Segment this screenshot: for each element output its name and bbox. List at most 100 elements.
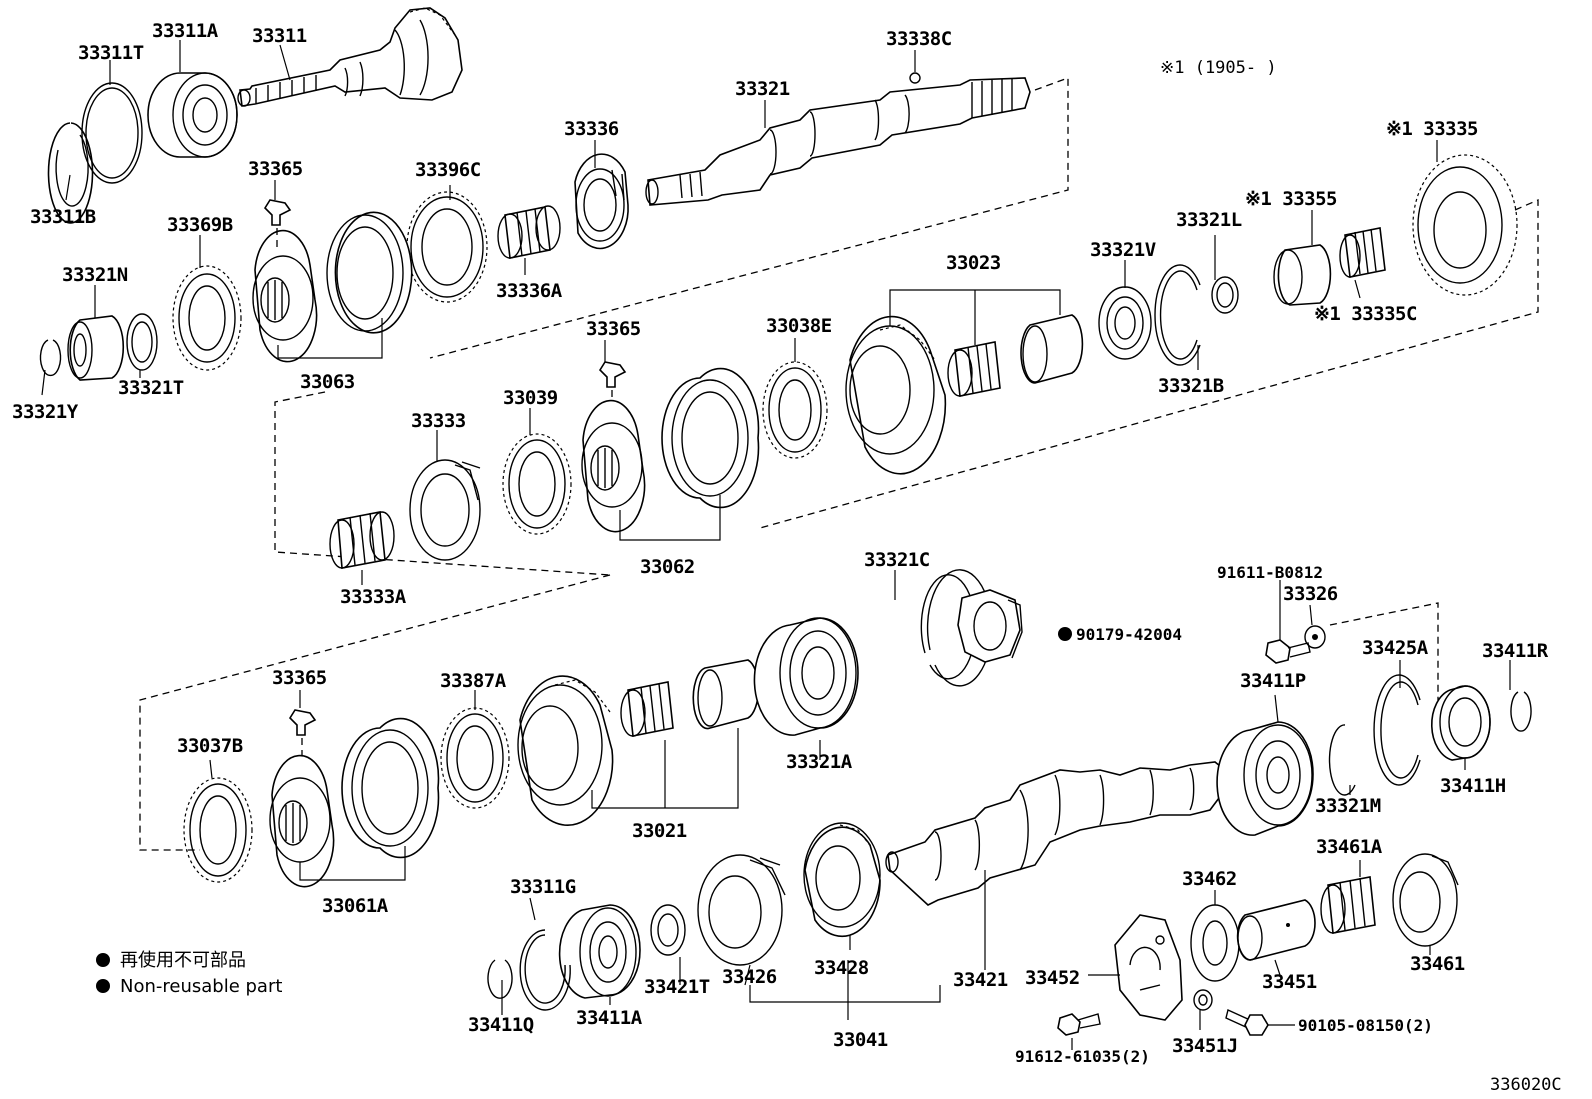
collar-33021[interactable] [692, 659, 760, 730]
synchronizer-ring-33039[interactable] [502, 433, 572, 535]
label-33321Y: 33321Y [12, 401, 79, 423]
bracket-33062 [619, 495, 721, 541]
label-33365-c: 33365 [272, 667, 327, 689]
label-33336A: 33336A [496, 280, 563, 302]
needle-bearing-33336A[interactable] [497, 205, 561, 259]
leader-lines [41, 40, 1511, 1050]
plug-33338C[interactable] [909, 72, 921, 84]
label-33451: 33451 [1262, 971, 1317, 993]
collar-33355[interactable] [1273, 244, 1332, 306]
gear-33335[interactable] [1412, 154, 1518, 296]
snap-ring-33425A[interactable] [1373, 674, 1421, 786]
label-33321A: 33321A [786, 751, 853, 773]
ring-33311T[interactable] [81, 82, 143, 184]
bearing-33321V[interactable] [1098, 286, 1152, 360]
snap-ring-33321Y[interactable] [39, 339, 62, 377]
synchronizer-ring-33038E[interactable] [762, 361, 828, 459]
synchronizer-ring-33387A[interactable] [440, 707, 510, 809]
bearing-33411P[interactable] [1216, 721, 1314, 836]
lock-nut-90179-42004[interactable] [957, 589, 1023, 663]
gear-33023[interactable] [845, 315, 947, 475]
bearing-33311A[interactable] [147, 72, 238, 158]
needle-bearing-33021[interactable] [620, 681, 674, 737]
bearing-33411A[interactable] [558, 904, 641, 999]
collar-33023[interactable] [1020, 314, 1084, 384]
sleeve-33062[interactable] [661, 367, 760, 509]
synchronizer-ring-33369B[interactable] [172, 265, 242, 371]
washer-33321L[interactable] [1211, 276, 1239, 314]
bolt-91612-61035[interactable] [1057, 1013, 1101, 1036]
bracket-33041 [749, 960, 941, 1020]
label-33411Q: 33411Q [468, 1014, 534, 1036]
needle-bearing-33321N[interactable] [67, 315, 125, 381]
label-33411A: 33411A [576, 1007, 643, 1029]
legend-text-en: Non-reusable part [120, 976, 282, 997]
gear-33021[interactable] [517, 675, 614, 826]
sleeve-33063[interactable] [326, 211, 413, 334]
ball-33451J[interactable] [1193, 989, 1213, 1011]
input-shaft-33311[interactable] [237, 7, 463, 107]
needle-bearing-33023[interactable] [947, 341, 1001, 397]
bracket-33023 [889, 289, 1061, 345]
synchronizer-ring-33396C[interactable] [406, 191, 488, 303]
collar-33421T[interactable] [650, 904, 686, 956]
gear-33333[interactable] [409, 459, 481, 561]
shifting-key-33365-a[interactable] [263, 199, 292, 250]
label-33321C: 33321C [864, 549, 930, 571]
legend-text-jp: 再使用不可部品 [120, 950, 246, 971]
label-90179-42004: 90179-42004 [1076, 625, 1182, 644]
snap-ring-33411Q[interactable] [487, 959, 513, 999]
snap-ring-33321B[interactable] [1154, 264, 1201, 366]
label-33311: 33311 [252, 25, 307, 47]
label-33311A: 33311A [152, 20, 219, 42]
label-33421: 33421 [953, 969, 1008, 991]
label-91612-61035: 91612-61035(2) [1015, 1047, 1150, 1066]
label-33462: 33462 [1182, 868, 1237, 890]
washer-33321T[interactable] [126, 313, 158, 371]
thrust-washer-33462[interactable] [1190, 904, 1240, 982]
label-33421T: 33421T [644, 976, 710, 998]
bolt-90105-08150[interactable] [1225, 1009, 1269, 1036]
snap-ring-33311G[interactable] [519, 929, 571, 1011]
gear-33426[interactable] [697, 854, 786, 966]
snap-ring-33411R[interactable] [1510, 691, 1532, 732]
label-33311T: 33311T [78, 42, 144, 64]
counter-shaft-33421[interactable] [885, 761, 1226, 906]
needle-bearing-33333A[interactable] [329, 511, 395, 569]
synchronizer-ring-33336[interactable] [574, 153, 629, 250]
sleeve-33061A[interactable] [341, 717, 440, 859]
hub-33062[interactable] [581, 399, 646, 533]
label-33333A: 33333A [340, 586, 407, 608]
label-91611-B0812: 91611-B0812 [1217, 563, 1323, 582]
output-shaft-33321[interactable] [645, 77, 1031, 206]
label-33062: 33062 [640, 556, 695, 578]
label-33021: 33021 [632, 820, 687, 842]
label-33321B: 33321B [1158, 375, 1224, 397]
gear-33461[interactable] [1392, 853, 1459, 947]
hub-33061A[interactable] [269, 754, 335, 888]
bolt-91611-B0812[interactable] [1265, 639, 1311, 664]
legend-bullet-en [96, 979, 110, 993]
label-33336: 33336 [564, 118, 619, 140]
label-33321T: 33321T [118, 377, 184, 399]
label-33335C: ※1 33335C [1314, 303, 1417, 325]
snap-ring-33321M[interactable] [1328, 724, 1356, 796]
gear-33428[interactable] [803, 822, 881, 938]
bearing-33321A[interactable] [753, 617, 859, 736]
snap-ring-33311B[interactable] [47, 122, 94, 224]
hub-33063[interactable] [252, 229, 318, 363]
synchronizer-ring-33037B[interactable] [183, 777, 253, 883]
label-33461A: 33461A [1316, 836, 1383, 858]
bearing-33411H[interactable] [1430, 685, 1491, 761]
needle-bearing-33461A[interactable] [1320, 876, 1376, 934]
label-33311B: 33311B [30, 206, 96, 228]
label-33321: 33321 [735, 78, 790, 100]
label-33321M: 33321M [1315, 795, 1381, 817]
label-33461: 33461 [1410, 953, 1465, 975]
cover-33452[interactable] [1114, 914, 1183, 1021]
spacer-33451[interactable] [1236, 899, 1316, 961]
label-33411H: 33411H [1440, 775, 1506, 797]
washer-33326[interactable] [1304, 625, 1326, 649]
shifting-key-33365-c[interactable] [288, 709, 317, 765]
needle-bearing-33335C[interactable] [1339, 227, 1386, 278]
